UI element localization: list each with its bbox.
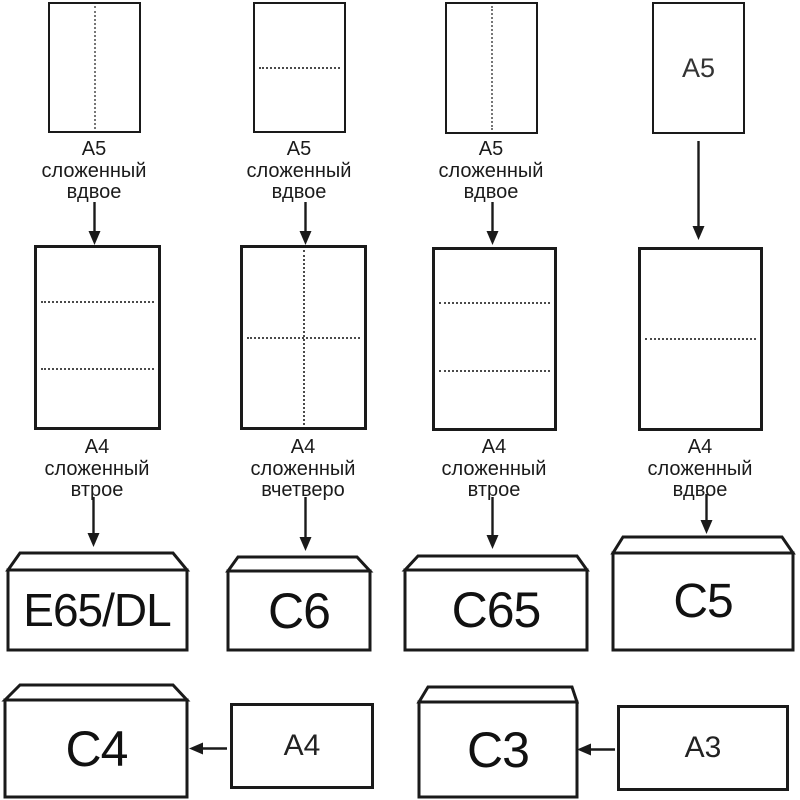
caption-line: вдвое xyxy=(66,181,122,203)
arrow-left-icon xyxy=(577,743,615,756)
caption-a4-folded-thirds-1: A4 сложенный втрое xyxy=(12,436,182,502)
fold-line-horizontal xyxy=(259,66,340,69)
arrow-down-icon xyxy=(486,497,499,549)
caption-line: втрое xyxy=(70,479,124,501)
caption-line: сложенный xyxy=(44,457,150,480)
fold-line-vertical xyxy=(490,6,493,130)
caption-line: втрое xyxy=(467,479,521,501)
envelope-body xyxy=(3,698,189,799)
envelope-c65: C65 xyxy=(399,552,593,653)
a4-sheet-thirds-fold-1 xyxy=(34,245,161,430)
envelope-label: C65 xyxy=(451,582,542,638)
caption-line: A4 xyxy=(84,436,110,458)
a4-sheet-flat: A4 xyxy=(230,703,374,789)
caption-line: A4 xyxy=(481,436,507,458)
envelope-flap xyxy=(416,685,580,704)
caption-line: вдвое xyxy=(672,479,728,501)
envelope-body xyxy=(611,551,795,652)
envelope-shape xyxy=(401,554,590,652)
a5-sheet-vertical-fold-1 xyxy=(48,2,141,133)
envelope-label: C4 xyxy=(65,720,129,777)
envelope-shape xyxy=(1,683,191,799)
a4-sheet-thirds-fold-2 xyxy=(432,247,557,431)
arrow-down-icon xyxy=(692,141,705,240)
envelope-flap xyxy=(401,554,590,572)
a5-sheet-unfolded: A5 xyxy=(652,2,745,134)
fold-line-horizontal xyxy=(41,368,154,370)
envelope-c5: C5 xyxy=(607,534,799,653)
fold-line-horizontal xyxy=(439,370,550,372)
caption-line: вчетверо xyxy=(261,479,345,501)
a3-sheet-flat: A3 xyxy=(617,705,789,791)
envelope-label: C5 xyxy=(673,575,733,628)
caption-a4-folded-quarters: A4 сложенный вчетверо xyxy=(218,436,388,502)
envelope-c6: C6 xyxy=(222,553,376,653)
caption-line: A5 xyxy=(478,138,504,160)
fold-line-horizontal xyxy=(645,338,756,340)
a4-sheet-label: A4 xyxy=(283,729,321,762)
envelope-shape xyxy=(225,555,374,652)
envelope-c4-highlighted: C4 xyxy=(0,682,193,800)
envelope-body xyxy=(6,568,189,652)
caption-a5-folded-half-1: A5 сложенный вдвое xyxy=(9,138,179,204)
caption-a4-folded-thirds-2: A4 сложенный втрое xyxy=(409,436,579,502)
caption-line: A4 xyxy=(687,436,713,458)
arrow-down-icon xyxy=(700,494,713,534)
fold-line-horizontal xyxy=(439,302,550,304)
caption-line: сложенный xyxy=(441,457,547,480)
caption-line: A5 xyxy=(286,138,312,160)
fold-line-horizontal xyxy=(41,301,154,303)
arrow-down-icon xyxy=(299,497,312,551)
caption-line: A5 xyxy=(81,138,107,160)
envelope-label: C6 xyxy=(268,582,331,639)
caption-line: сложенный xyxy=(647,457,753,480)
envelope-flap xyxy=(5,551,191,572)
caption-line: сложенный xyxy=(250,457,356,480)
envelope-e65dl: E65/DL xyxy=(2,550,192,653)
a3-sheet-label: A3 xyxy=(684,731,722,764)
arrow-down-icon xyxy=(87,497,100,547)
a4-sheet-quarters-fold xyxy=(240,245,367,430)
envelope-shape xyxy=(610,535,796,652)
caption-line: вдвое xyxy=(271,181,327,203)
arrow-left-icon xyxy=(189,742,227,755)
caption-line: сложенный xyxy=(246,159,352,182)
envelope-body xyxy=(226,569,372,652)
caption-a5-folded-half-2: A5 сложенный вдвое xyxy=(214,138,384,204)
envelope-c3: C3 xyxy=(413,684,583,800)
a5-sheet-label: A5 xyxy=(681,52,716,83)
envelope-body xyxy=(417,700,579,799)
caption-a5-folded-half-3: A5 сложенный вдвое xyxy=(406,138,576,204)
arrow-down-icon xyxy=(299,202,312,245)
a5-sheet-vertical-fold-2 xyxy=(445,2,538,134)
envelope-flap xyxy=(610,535,796,555)
arrow-down-icon xyxy=(88,202,101,245)
envelope-label: C3 xyxy=(467,721,530,778)
caption-line: сложенный xyxy=(438,159,544,182)
envelope-shape xyxy=(5,551,191,652)
caption-line: сложенный xyxy=(41,159,147,182)
arrow-down-icon xyxy=(486,202,499,245)
fold-line-vertical xyxy=(93,6,96,129)
envelope-flap xyxy=(1,683,191,702)
a5-sheet-horizontal-fold xyxy=(253,2,346,133)
a4-sheet-half-fold xyxy=(638,247,763,431)
fold-line-vertical xyxy=(302,250,305,425)
envelope-shape xyxy=(416,685,580,799)
caption-line: A4 xyxy=(290,436,316,458)
caption-line: вдвое xyxy=(463,181,519,203)
caption-a4-folded-half: A4 сложенный вдвое xyxy=(615,436,785,502)
envelope-flap xyxy=(225,555,374,573)
envelope-body xyxy=(403,568,589,652)
envelope-label: E65/DL xyxy=(23,584,171,636)
